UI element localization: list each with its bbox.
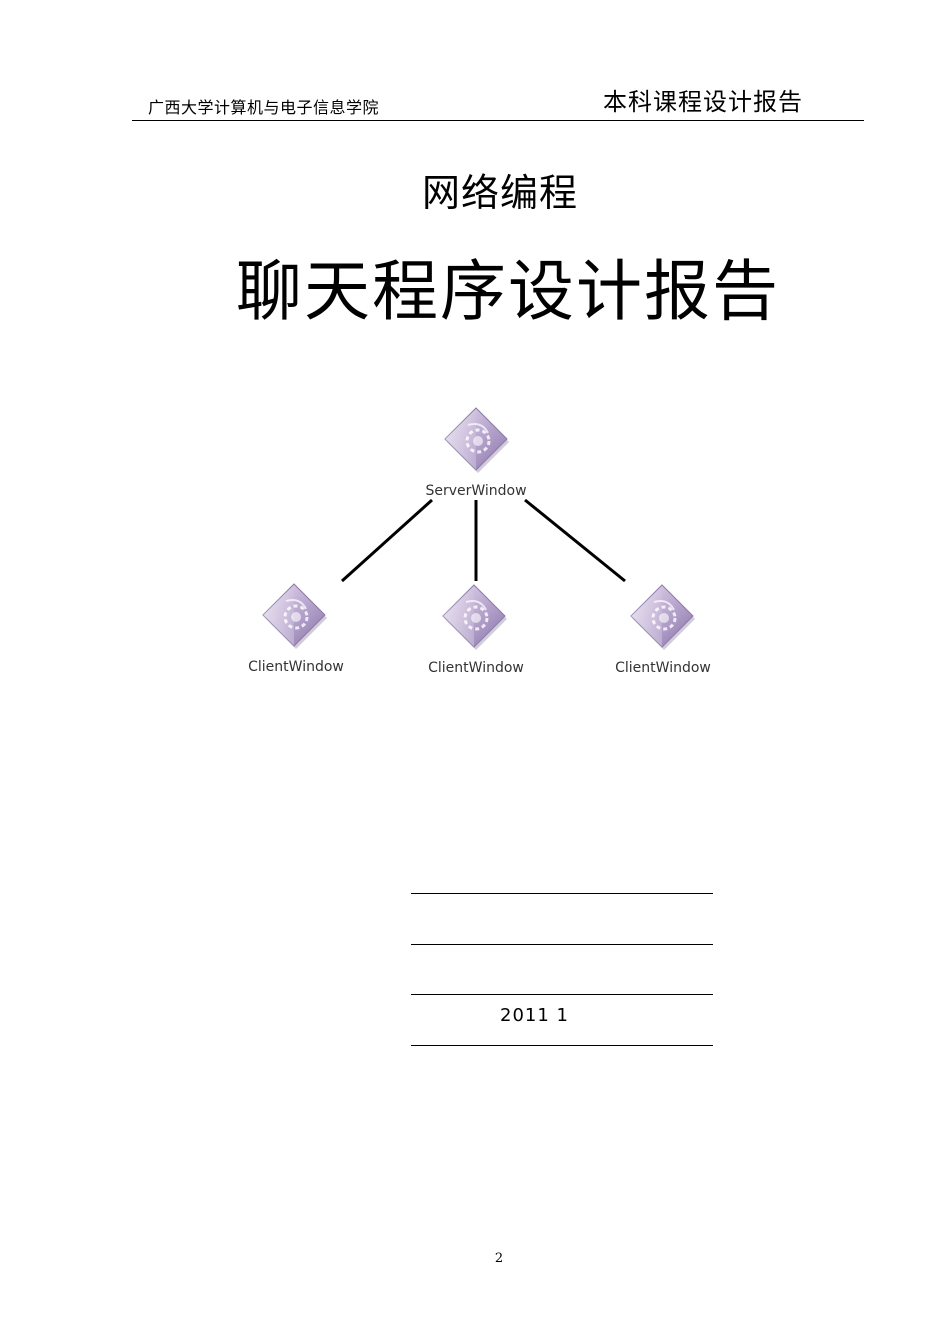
client-node-3: ClientWindow — [615, 583, 711, 676]
page-number: 2 — [494, 1251, 504, 1266]
info-rule-1 — [411, 893, 713, 894]
app-diamond-icon — [443, 406, 511, 475]
info-rule-3 — [411, 994, 713, 995]
header-institution: 广西大学计算机与电子信息学院 — [148, 98, 380, 117]
client-label: ClientWindow — [615, 660, 711, 676]
info-value-4: 2011 1 — [500, 1005, 569, 1026]
server-node: ServerWindow — [425, 406, 527, 499]
client-label: ClientWindow — [428, 660, 524, 676]
link-server-client-1 — [340, 498, 434, 583]
info-rule-2 — [411, 944, 713, 945]
header-rule — [132, 120, 864, 121]
architecture-diagram: ServerWindow ClientWindow ClientWindow C… — [248, 406, 711, 676]
header-report-type: 本科课程设计报告 — [603, 88, 803, 116]
app-diamond-icon — [261, 582, 329, 651]
client-node-1: ClientWindow — [248, 582, 344, 675]
course-title: 网络编程 — [421, 171, 578, 215]
link-server-client-3 — [524, 498, 626, 583]
client-label: ClientWindow — [248, 659, 344, 675]
app-diamond-icon — [441, 583, 509, 652]
client-node-2: ClientWindow — [428, 583, 524, 676]
server-label: ServerWindow — [425, 483, 526, 499]
info-rule-4 — [411, 1045, 713, 1046]
app-diamond-icon — [629, 583, 697, 652]
main-title: 聊天程序设计报告 — [236, 253, 780, 330]
